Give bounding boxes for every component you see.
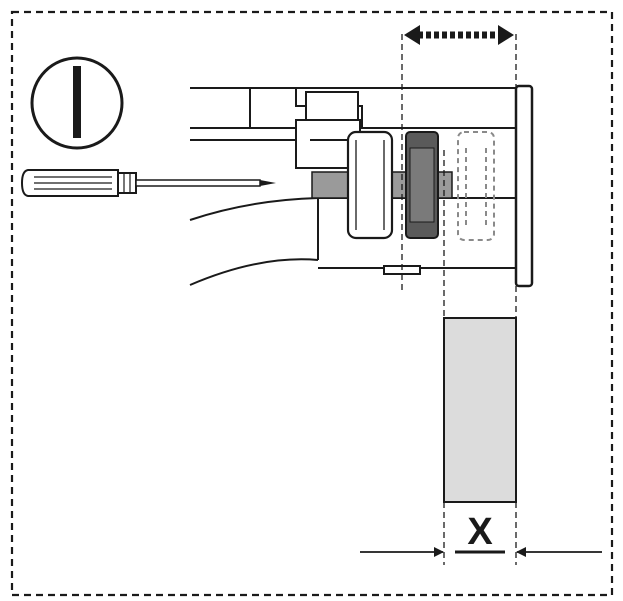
flat-slot-screw-head-icon bbox=[30, 56, 124, 150]
gauge-block bbox=[443, 317, 517, 503]
dimension-label: X bbox=[467, 511, 493, 553]
nut-moved-position bbox=[457, 131, 495, 241]
double-headed-adjustment-arrow-icon bbox=[404, 25, 514, 45]
end-plate bbox=[514, 84, 534, 288]
dashed-frame bbox=[10, 10, 614, 597]
flathead-screwdriver-icon bbox=[20, 169, 276, 197]
adjustment-knob bbox=[346, 130, 394, 240]
